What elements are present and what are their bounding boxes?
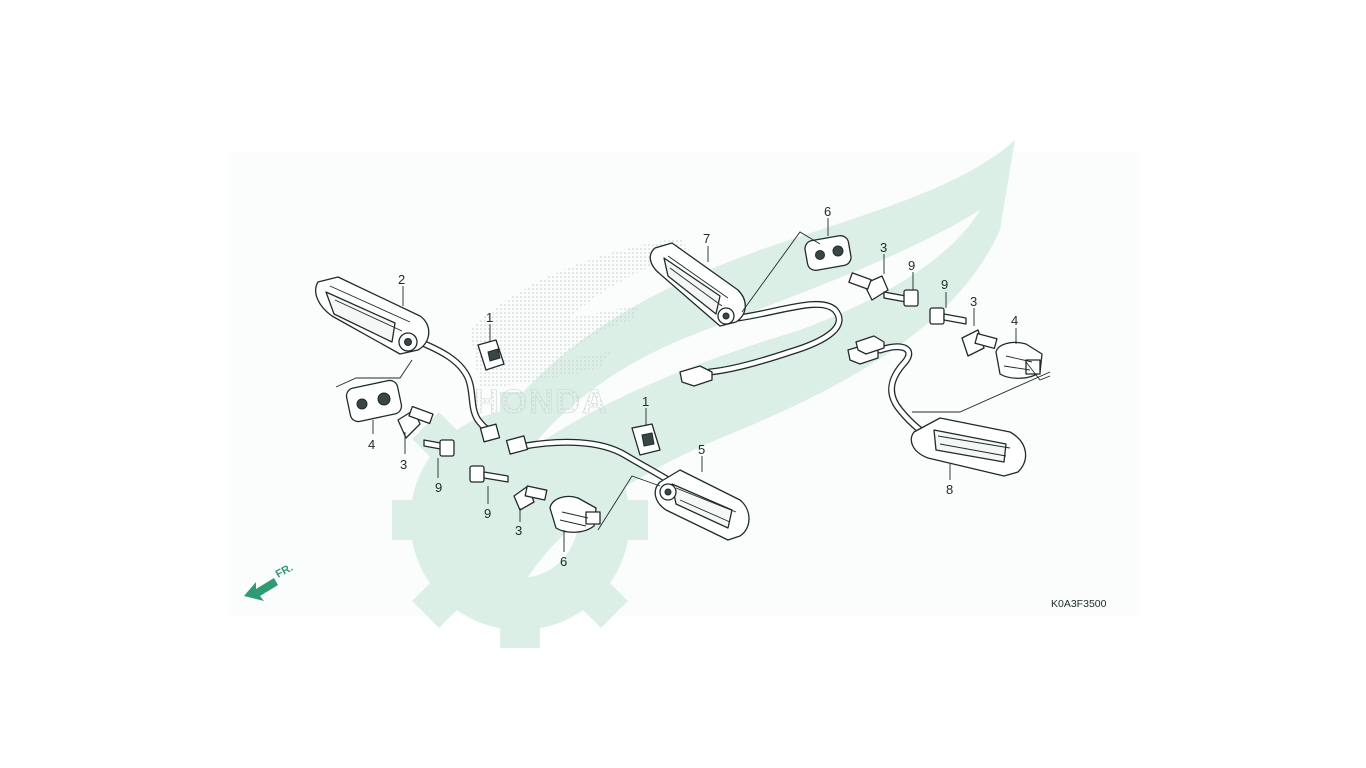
callout-3: 3 [400,457,407,472]
mount-4-right [995,341,1043,379]
callout-4: 4 [1011,313,1018,328]
collar-3d [961,329,998,357]
callout-1: 1 [486,310,493,325]
callout-9: 9 [435,480,442,495]
collar-3c [848,272,889,301]
watermark-text: HONDA [474,383,609,421]
callout-9: 9 [941,277,948,292]
bolt-9c [883,289,919,307]
turn-signal-8 [910,417,1027,477]
callouts: 2 1 1 4 3 9 9 3 6 5 7 6 3 9 9 3 4 8 [368,204,1018,569]
callout-2: 2 [398,272,405,287]
callout-6: 6 [560,554,567,569]
mount-4-left [345,379,403,423]
bolt-9d [929,307,967,325]
callout-9: 9 [908,258,915,273]
callout-8: 8 [946,482,953,497]
bolt-9b [469,465,509,483]
wiring [411,300,924,484]
connectors [479,335,885,455]
collar-3a [397,405,434,439]
bolt-9a [423,439,455,457]
callout-5: 5 [698,442,705,457]
collar-3b [513,485,548,511]
leader-lines [335,218,1051,552]
callout-3: 3 [515,523,522,538]
part-code: K0A3F3500 [1051,598,1107,610]
callout-6: 6 [824,204,831,219]
arrow-left-icon [244,578,278,601]
watermark-honda-wing-icon [470,238,690,388]
callout-1: 1 [642,394,649,409]
mount-6-left [549,495,601,533]
callout-9: 9 [484,506,491,521]
callout-4: 4 [368,437,375,452]
callout-3: 3 [880,240,887,255]
clip-1-right [631,423,661,456]
turn-signal-2 [315,276,430,355]
turn-signal-5 [654,469,750,541]
callout-3: 3 [970,294,977,309]
mount-6-right [804,235,852,271]
turn-signal-7 [649,242,746,327]
callout-7: 7 [703,231,710,246]
